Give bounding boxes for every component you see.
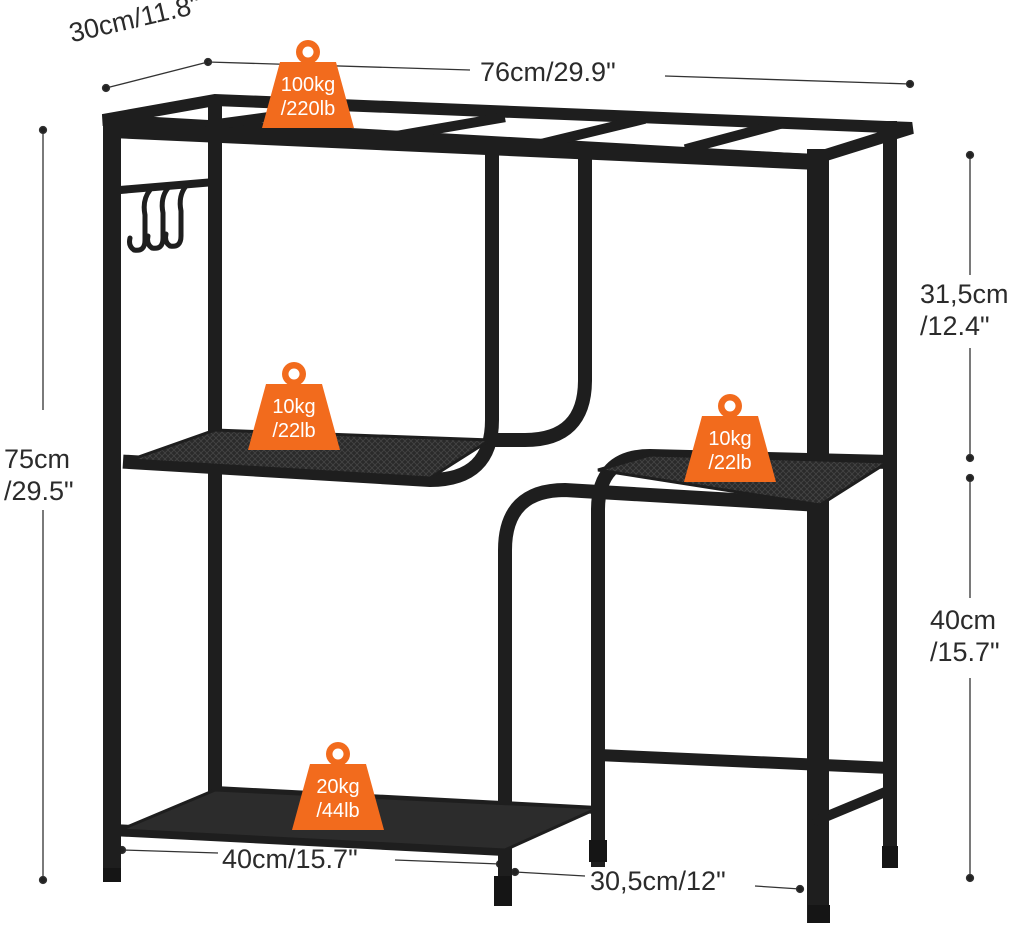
upper-height-dimension-label: 31,5cm /12.4" — [920, 279, 1009, 341]
load-value: 100kg — [280, 74, 336, 96]
bottom-left-width-label: 40cm/15.7" — [222, 844, 358, 874]
weight-icon — [262, 40, 354, 128]
load-value: 10kg — [708, 428, 752, 450]
top-load-badge: 100kg /220lb — [258, 38, 358, 130]
s-hooks — [127, 183, 189, 253]
load-value-imperial: /22lb — [708, 452, 752, 474]
weight-icon — [248, 362, 340, 450]
lower-height-dimension-label: 40cm /15.7" — [930, 605, 1000, 667]
load-value: 20kg — [316, 776, 360, 798]
bottom-right-width-label: 30,5cm/12" — [590, 866, 726, 896]
load-value-imperial: /220lb — [280, 98, 336, 120]
load-value-imperial: /22lb — [272, 420, 316, 442]
load-value: 10kg — [272, 396, 316, 418]
left-mesh-shelf — [129, 428, 495, 480]
right-shelf-load-badge: 10kg /22lb — [680, 392, 780, 484]
dimension-lines — [38, 57, 975, 894]
width-dimension-label: 76cm/29.9" — [480, 57, 616, 87]
load-value-imperial: /44lb — [316, 800, 360, 822]
feet — [103, 840, 898, 923]
weight-icon — [684, 394, 776, 482]
left-shelf-load-badge: 10kg /22lb — [244, 360, 344, 452]
bottom-board-load-badge: 20kg /44lb — [288, 740, 388, 832]
height-dimension-label: 75cm /29.5" — [4, 444, 74, 506]
weight-icon — [292, 742, 384, 830]
